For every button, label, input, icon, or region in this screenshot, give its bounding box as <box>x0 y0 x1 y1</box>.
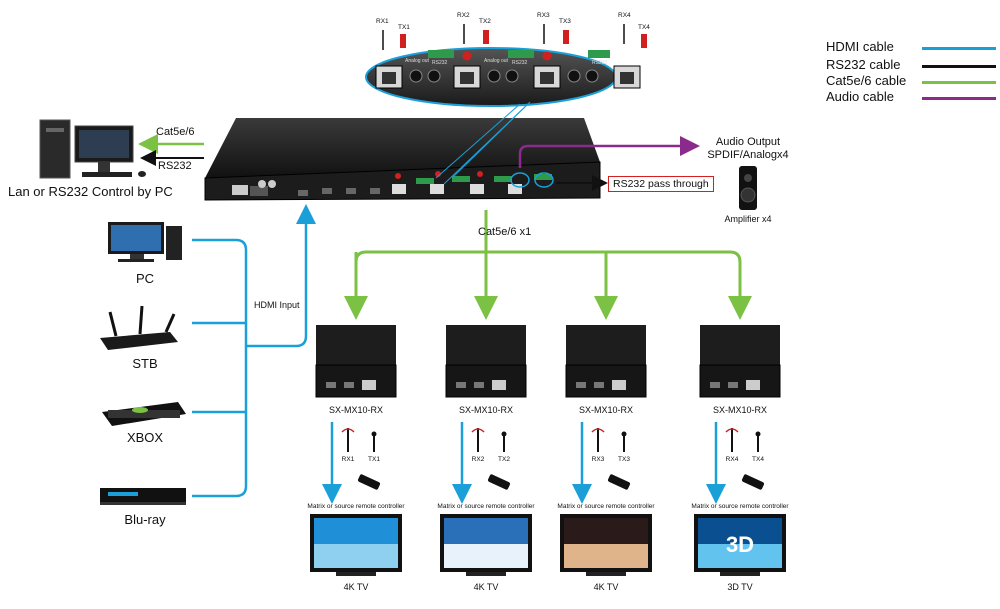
source-label-stb: STB <box>132 356 158 371</box>
antenna-label: TX2 <box>479 18 491 25</box>
xbox-icon <box>102 402 186 426</box>
cat-x1-label: Cat5e/6 x1 <box>478 226 532 238</box>
antenna-label: TX1 <box>398 24 410 31</box>
tv-label: 3D TV <box>727 582 753 592</box>
rj45-port <box>533 65 561 89</box>
rj45-port <box>453 65 481 89</box>
tx-label: TX1 <box>368 456 380 463</box>
antenna-label: RX1 <box>376 18 389 25</box>
tv-label: 4K TV <box>593 582 619 592</box>
legend-item-hdmi: HDMI cable <box>826 39 996 55</box>
pc-control-caption: Lan or RS232 Control by PC <box>8 184 173 199</box>
legend-swatch <box>922 47 996 50</box>
audio-cable <box>518 136 700 168</box>
receiver-unit <box>694 325 786 576</box>
remote-controller-label: Matrix or source remote controller <box>557 503 655 510</box>
tx-antenna-icon <box>621 431 627 452</box>
port-zoom-panel <box>365 47 641 107</box>
tx-label: TX2 <box>498 456 510 463</box>
receiver-model-label: SX-MX10-RX <box>578 405 634 415</box>
rj45-port <box>375 65 403 89</box>
amplifier-label: Amplifier x4 <box>724 214 772 224</box>
legend-label: RS232 cable <box>826 57 901 72</box>
rs232-label: RS232 <box>158 160 192 172</box>
legend-label: Audio cable <box>826 89 894 104</box>
rx-antenna-icon <box>471 428 485 452</box>
panel-label: Analog out <box>484 58 508 64</box>
legend-swatch <box>922 97 996 100</box>
remote-control-icon <box>741 474 765 490</box>
tv-icon <box>310 514 402 576</box>
pc-icon <box>108 222 182 262</box>
receiver-unit <box>440 325 532 576</box>
remote-controller-label: Matrix or source remote controller <box>437 503 535 510</box>
rs232-pass-through-badge: RS232 pass through <box>608 176 714 192</box>
tv-icon <box>560 514 652 576</box>
hdmi-input-cables <box>192 204 316 498</box>
source-label-bluray: Blu-ray <box>124 512 166 527</box>
hdmi-input-label: HDMI Input <box>254 300 300 310</box>
tx-antenna-icon <box>755 431 761 452</box>
tv-3d-text: 3D <box>726 532 754 557</box>
tx-antenna-icon <box>371 431 377 452</box>
cat-label: Cat5e/6 <box>156 126 195 138</box>
legend-swatch <box>922 81 996 84</box>
receiver-model-label: SX-MX10-RX <box>458 405 514 415</box>
remote-control-icon <box>607 474 631 490</box>
panel-label: RS232 <box>512 60 528 66</box>
rj45-port <box>613 65 641 89</box>
source-label-xbox: XBOX <box>126 430 164 445</box>
tv-label: 4K TV <box>343 582 369 592</box>
rx-label: RX3 <box>591 456 605 463</box>
router-icon <box>100 305 178 350</box>
antenna-label: RX2 <box>457 12 470 19</box>
remote-controller-label: Matrix or source remote controller <box>691 503 789 510</box>
receiver-model-label: SX-MX10-RX <box>328 405 384 415</box>
legend-label: HDMI cable <box>826 39 894 54</box>
rx-label: RX2 <box>471 456 485 463</box>
remote-control-icon <box>357 474 381 490</box>
tv-label: 4K TV <box>473 582 499 592</box>
rx-label: RX4 <box>725 456 739 463</box>
rx-antenna-icon <box>341 428 355 452</box>
antenna-label: RX3 <box>537 12 550 19</box>
source-label-pc: PC <box>135 271 155 286</box>
cat-distribution-cables <box>344 210 752 320</box>
rx-antenna-icon <box>591 428 605 452</box>
tx-label: TX4 <box>752 456 764 463</box>
tx-label: TX3 <box>618 456 630 463</box>
remote-control-icon <box>487 474 511 490</box>
receiver-unit <box>560 325 652 576</box>
matrix-switcher <box>204 118 601 201</box>
receiver-unit <box>310 325 402 576</box>
rx-antenna-icon <box>725 428 739 452</box>
antenna-label: TX3 <box>559 18 571 25</box>
legend-item-rs232: RS232 cable <box>826 57 996 73</box>
tx-antenna-icon <box>501 431 507 452</box>
antenna-label: TX4 <box>638 24 650 31</box>
audio-output-format: SPDIF/Analogx4 <box>707 149 789 161</box>
amplifier-icon <box>739 166 757 210</box>
tv-icon <box>694 514 786 576</box>
panel-label: Analog out <box>405 58 429 64</box>
legend-label: Cat5e/6 cable <box>826 73 907 88</box>
remote-controller-label: Matrix or source remote controller <box>307 503 405 510</box>
rx-label: RX1 <box>341 456 355 463</box>
panel-label: RS232 <box>592 60 608 66</box>
control-pc-icon <box>39 119 146 179</box>
tv-icon <box>440 514 532 576</box>
legend-swatch <box>922 65 996 68</box>
bluray-icon <box>100 488 186 505</box>
legend-item-cat: Cat5e/6 cable <box>826 73 996 89</box>
legend-item-audio: Audio cable <box>826 89 996 105</box>
panel-label: RS232 <box>432 60 448 66</box>
antenna-label: RX4 <box>618 12 631 19</box>
receiver-model-label: SX-MX10-RX <box>712 405 768 415</box>
zoom-leader-lines <box>435 101 531 185</box>
audio-output-label: Audio Output <box>715 136 781 148</box>
antenna-icons <box>382 24 647 50</box>
